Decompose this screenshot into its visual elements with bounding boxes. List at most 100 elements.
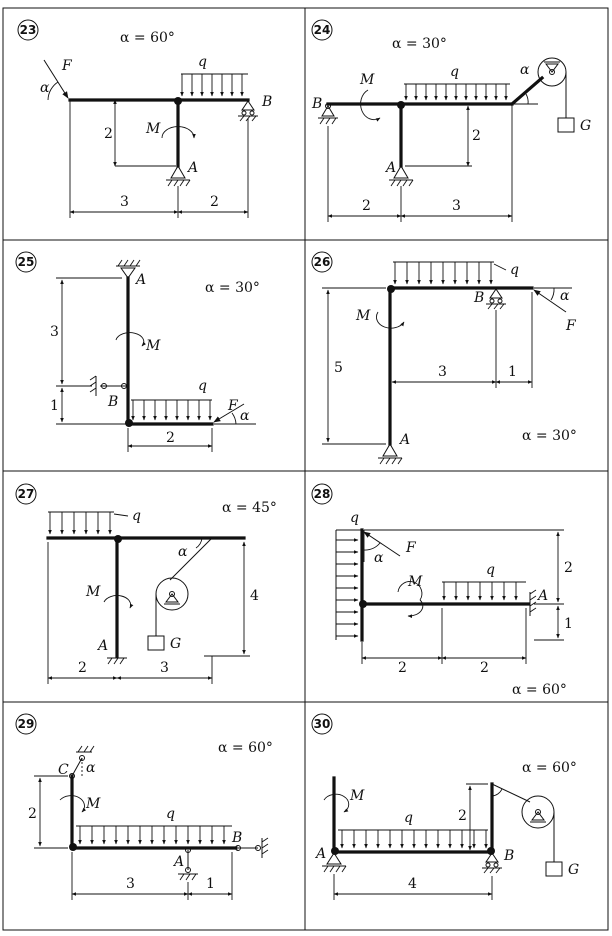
moment-M-label: M xyxy=(349,788,365,804)
dim-c: 2 xyxy=(398,660,407,676)
problem-badge xyxy=(311,483,333,505)
angle-arc xyxy=(550,287,555,301)
weight-G-label: G xyxy=(580,118,591,134)
angle-arc xyxy=(195,537,203,549)
dim-a: 2 xyxy=(28,806,37,822)
moment-M-arrow xyxy=(360,89,381,122)
pulley xyxy=(521,795,555,829)
load-q-label: q xyxy=(132,508,141,524)
load-q-leader xyxy=(113,513,129,517)
rigid-joint xyxy=(125,419,133,427)
problem-number: 30 xyxy=(314,717,331,731)
support-A-label: A xyxy=(398,432,410,448)
moment-M-arrow xyxy=(323,793,350,813)
dim-b: 3 xyxy=(438,364,447,380)
load-q-label: q xyxy=(166,806,175,822)
alpha-label: α xyxy=(178,544,188,560)
problem-number: 27 xyxy=(18,487,35,501)
load-q-label: q xyxy=(510,262,519,278)
pin-support-A xyxy=(389,165,414,187)
alpha-label: α xyxy=(86,760,96,776)
rigid-joint xyxy=(174,97,182,105)
link-support-C xyxy=(69,745,95,779)
pin-support-A xyxy=(166,165,191,187)
inclined-rope-segment xyxy=(509,75,545,107)
dim-c: 2 xyxy=(166,430,175,446)
rigid-joint xyxy=(359,600,367,608)
load-q-arrows xyxy=(131,400,212,421)
load-q1-label: q xyxy=(350,510,359,526)
weight-G-label: G xyxy=(170,636,181,652)
support-A-label: A xyxy=(96,638,108,654)
load-q-label: q xyxy=(404,810,413,826)
angle-arc xyxy=(363,542,381,551)
dim-a: 2 xyxy=(564,560,573,576)
problem-badge xyxy=(17,19,39,41)
support-B-label: B xyxy=(231,830,242,846)
rigid-joint xyxy=(487,847,495,855)
load-q-label: q xyxy=(450,64,459,80)
angle-label: α = 60° xyxy=(120,30,175,46)
problem-23: 23 α = 60° F α q M xyxy=(17,19,272,218)
problem-24: 24 α = 30° q M α G xyxy=(311,19,591,222)
support-A-label: A xyxy=(134,272,146,288)
problem-28: 28 α = 60° q F α M xyxy=(311,483,573,698)
support-A-label: A xyxy=(186,160,198,176)
rope-inclined xyxy=(491,783,531,803)
alpha-label: α xyxy=(560,288,570,304)
dim-c: 3 xyxy=(452,198,461,214)
force-F-label: F xyxy=(227,398,239,414)
rigid-joint xyxy=(331,847,339,855)
support-A-label: A xyxy=(536,588,548,604)
dim-a: 2 xyxy=(104,126,113,142)
angle-label: α = 30° xyxy=(522,428,577,444)
moment-M-arrow xyxy=(59,795,87,813)
force-F-arrow xyxy=(363,531,401,557)
load-q2-label: q xyxy=(486,562,495,578)
pin-support-A xyxy=(116,259,141,279)
load-q2-arrows xyxy=(442,582,518,601)
roller-support-B xyxy=(238,100,258,122)
weight-G-label: G xyxy=(568,862,579,878)
force-F-label: F xyxy=(565,318,577,334)
moment-M-label: M xyxy=(359,72,375,88)
angle-label: α = 30° xyxy=(392,36,447,52)
dim-c: 2 xyxy=(210,194,219,210)
dim-c: 1 xyxy=(206,876,215,892)
angle-arc xyxy=(231,412,237,425)
dim-b: 2 xyxy=(362,198,371,214)
pulley xyxy=(155,577,189,611)
angle-arc xyxy=(491,788,503,797)
load-q-leader xyxy=(493,263,507,271)
moment-M-arrow xyxy=(103,595,134,609)
dim-b: 1 xyxy=(564,616,573,632)
dim-b: 2 xyxy=(78,660,87,676)
angle-label: α = 30° xyxy=(205,280,260,296)
problem-badge xyxy=(311,19,333,41)
support-B-label: B xyxy=(311,96,322,112)
roller-support-B xyxy=(486,288,506,310)
pin-support-A xyxy=(322,852,347,873)
moment-M-arrow xyxy=(407,599,424,618)
problem-29: 29 α = 60° C α M q xyxy=(15,713,273,900)
dim-b: 1 xyxy=(50,398,59,414)
alpha-label: α xyxy=(374,550,384,566)
moment-M-label: M xyxy=(355,308,371,324)
pulley xyxy=(537,57,567,87)
dim-b: 3 xyxy=(120,194,129,210)
problem-26: 26 α = 30° q M B F α xyxy=(311,251,577,465)
problem-badge xyxy=(15,251,37,273)
problem-number: 25 xyxy=(18,255,35,269)
moment-M-arrow xyxy=(115,332,147,347)
support-B-label: B xyxy=(261,94,272,110)
load-q-arrows xyxy=(340,830,488,849)
angle-label: α = 45° xyxy=(222,500,277,516)
problem-30: 30 α = 60° M q G xyxy=(311,713,579,900)
angle-arc xyxy=(525,93,529,105)
force-F-arrow xyxy=(533,289,567,313)
problem-badge xyxy=(311,251,333,273)
moment-M-arc xyxy=(397,581,423,601)
support-A-label: A xyxy=(172,854,184,870)
support-B-label: B xyxy=(473,290,484,306)
